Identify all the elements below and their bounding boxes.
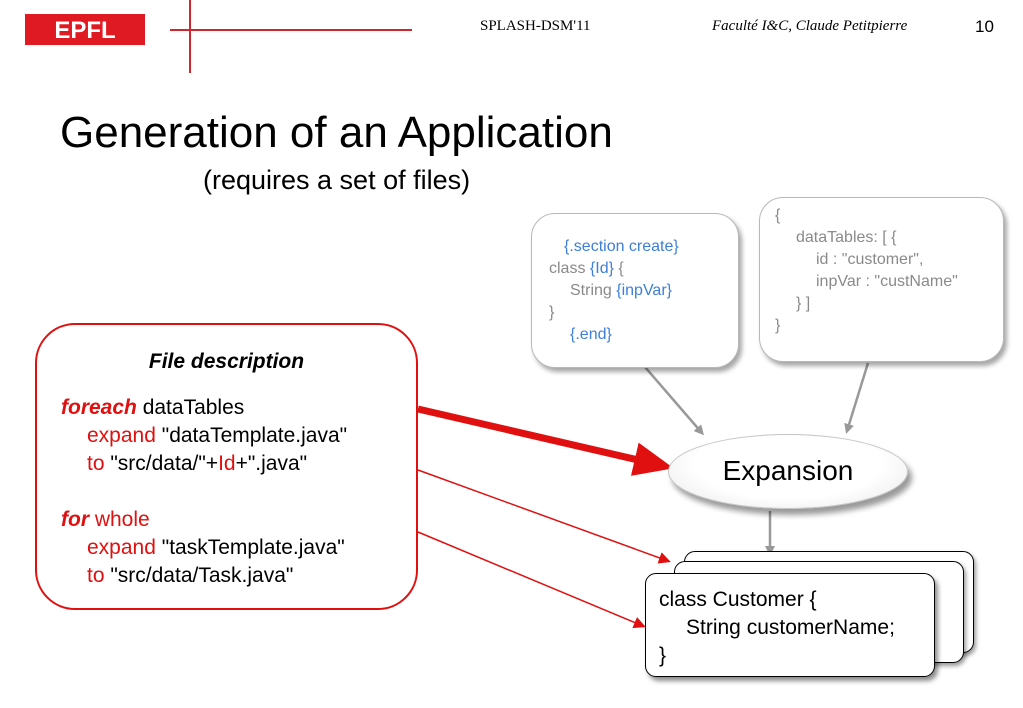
arrow-template-to-expansion [644,366,704,436]
result-line-3: } [659,644,667,667]
expansion-label: Expansion [722,455,854,486]
template-line-1: {.section create} [564,238,679,255]
file-description-box: File description foreach dataTables expa… [35,323,418,610]
file-description-title: File description [148,350,305,373]
result-line-2: String customerName; [686,616,895,639]
template-line-3: String {inpVar} [570,282,672,299]
page-number: 10 [975,17,994,36]
expansion-node: Expansion [668,434,908,509]
data-model-box: { dataTables: [ { id : "customer", inpVa… [759,197,1004,362]
desc-line-expand-1: expand "dataTemplate.java" [87,424,348,447]
svg-text:EPFL: EPFL [54,17,115,44]
template-line-5: {.end} [570,326,612,343]
desc-line-foreach: foreach dataTables [61,396,245,419]
arrow-desc-to-expansion [417,405,674,476]
data-line-6: } [775,317,781,334]
conference-name: SPLASH-DSM'11 [480,18,591,34]
slide-title: Generation of an Application [60,108,613,157]
desc-line-for: for whole [61,508,150,531]
data-line-2: dataTables: [ { [796,229,897,246]
slide-subtitle: (requires a set of files) [203,165,471,195]
author-credit: Faculté I&C, Claude Petitpierre [712,18,908,34]
arrow-data-to-expansion [844,362,870,434]
desc-line-to-2: to "src/data/Task.java" [87,564,294,587]
data-line-3: id : "customer", [816,251,924,268]
desc-line-expand-2: expand "taskTemplate.java" [87,536,345,559]
epfl-logo-mark: EPFL [54,17,115,44]
output-file-card-front: class Customer { String customerName; } [645,573,935,677]
arrow-desc-to-stack [417,469,671,564]
template-line-4: } [549,304,555,321]
template-line-2: class {Id} { [549,260,624,277]
data-line-1: { [775,207,781,224]
desc-line-to-1: to "src/data/"+Id+".java" [87,452,308,475]
data-line-5: } ] [796,295,811,312]
arrow-desc-to-result [417,531,646,629]
data-line-4: inpVar : "custName" [816,273,958,290]
result-line-1: class Customer { [659,588,817,611]
template-file-box: {.section create} class {Id} { String {i… [531,213,739,368]
epfl-logo: EPFL [25,14,145,45]
